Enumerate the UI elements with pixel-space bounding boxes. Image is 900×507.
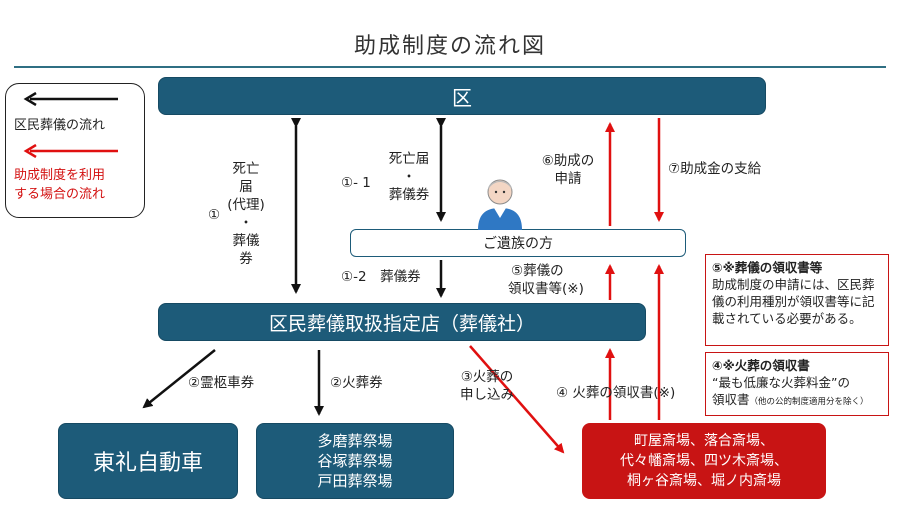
- designated-funeral-company-box: 区民葬儀取扱指定店（葬儀社）: [158, 303, 646, 341]
- step3-line-1: ③火葬の: [460, 369, 514, 385]
- step3-line-2: 申し込み: [460, 387, 514, 403]
- diagram-title: 助成制度の流れ図: [353, 34, 546, 59]
- step1-line-1: 死亡届: [232, 161, 260, 195]
- step1-line-4: 葬儀券: [232, 233, 260, 267]
- note-cremation-receipt-body-2-row: 領収書（他の公的制度適用分を除く）: [712, 391, 882, 411]
- step1-1-line-1: 死亡届: [388, 151, 430, 167]
- note-cremation-receipt-body-2: 領収書: [712, 392, 750, 407]
- step1-2-label: ①-2 葬儀券: [341, 269, 421, 285]
- note-funeral-receipt: ⑤※葬儀の領収書等 助成制度の申請には、区民葬儀の利用種別が領収書等に記載されて…: [705, 254, 889, 346]
- note-cremation-receipt-body-1: “最も低廉な火葬料金”の: [712, 375, 850, 390]
- note-cremation-receipt-title: ④※火葬の領収書: [712, 358, 810, 373]
- legend-black-arrow-icon: [23, 92, 118, 106]
- note-funeral-receipt-body: 助成制度の申請には、区民葬儀の利用種別が領収書等に記載されている必要がある。: [712, 277, 875, 326]
- bereaved-person-icon: [478, 179, 522, 230]
- arrow-step3: [469, 345, 565, 454]
- step1-1-line-3: 葬儀券: [388, 187, 430, 203]
- arrow-step2-hearse: [142, 349, 216, 409]
- subsidy-crematorium-line-2: 代々幡斎場、四ツ木斎場、: [620, 453, 788, 469]
- step6-line-2: 申請: [554, 171, 582, 187]
- step1-1-number: ①- 1: [341, 175, 371, 191]
- legend-red-label: 助成制度を利用 する場合の流れ: [14, 166, 105, 204]
- subsidy-crematorium-line-1: 町屋斎場、落合斎場、: [634, 433, 774, 449]
- legend-red-line-2: する場合の流れ: [14, 187, 106, 202]
- step1-label: 死亡届 (代理) ・ 葬儀券: [226, 160, 266, 268]
- crematorium-toda: 戸田葬祭場: [317, 472, 393, 490]
- step3-label: ③火葬の 申し込み: [452, 368, 522, 404]
- step1-line-3: ・: [239, 215, 253, 231]
- step5-line-1: ⑤葬儀の: [511, 263, 564, 279]
- note-cremation-receipt-small: （他の公的制度適用分を除く）: [749, 397, 869, 407]
- legend-red-line-1: 助成制度を利用: [14, 168, 106, 183]
- step1-1-label: 死亡届 ・ 葬儀券: [383, 150, 435, 204]
- title-divider: [14, 66, 886, 68]
- crematorium-group-box: 多磨葬祭場 谷塚葬祭場 戸田葬祭場: [256, 423, 454, 499]
- note-funeral-receipt-title: ⑤※葬儀の領収書等: [712, 260, 823, 275]
- step6-line-1: ⑥助成の: [541, 153, 595, 169]
- subsidy-crematorium-box: 町屋斎場、落合斎場、 代々幡斎場、四ツ木斎場、 桐ヶ谷斎場、堀ノ内斎場: [582, 423, 826, 499]
- step5-label: ⑤葬儀の 領収書等(※): [508, 262, 584, 298]
- step7-label: ⑦助成金の支給: [668, 161, 762, 177]
- legend-black-label: 区民葬儀の流れ: [14, 118, 106, 133]
- step1-line-2: (代理): [227, 197, 265, 213]
- crematorium-yatsuka: 谷塚葬祭場: [317, 452, 393, 470]
- step1-1-line-2: ・: [402, 169, 416, 185]
- subsidy-crematorium-line-3: 桐ヶ谷斎場、堀ノ内斎場: [627, 473, 781, 489]
- crematorium-tama: 多磨葬祭場: [317, 432, 393, 450]
- step2-hearse-label: ②霊柩車券: [188, 375, 255, 391]
- legend-box: [5, 83, 145, 218]
- step1-circle: ①: [208, 207, 221, 223]
- step2-cremation-label: ②火葬券: [330, 375, 383, 391]
- step6-label: ⑥助成の 申請: [530, 152, 606, 188]
- step5-line-2: 領収書等(※): [508, 281, 584, 297]
- toreiji-motor-box: 東礼自動車: [58, 423, 238, 499]
- step4-label: ④ 火葬の領収書(※): [556, 385, 676, 401]
- ward-office-box: 区: [158, 77, 766, 115]
- legend-red-arrow-icon: [23, 144, 118, 158]
- note-cremation-receipt: ④※火葬の領収書 “最も低廉な火葬料金”の 領収書（他の公的制度適用分を除く）: [705, 352, 889, 416]
